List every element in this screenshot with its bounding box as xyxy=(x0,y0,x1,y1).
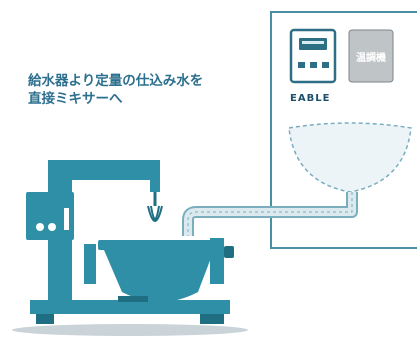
caption: 給水器より定量の仕込み水を 直接ミキサーへ xyxy=(28,72,268,108)
control-panel xyxy=(289,28,337,84)
mixer-base xyxy=(30,300,230,314)
display-line xyxy=(302,41,324,44)
mixer-machine xyxy=(12,160,248,336)
control-button-3[interactable] xyxy=(322,62,329,68)
heater-button-frame[interactable] xyxy=(348,29,394,83)
heater-button[interactable]: 温調機 xyxy=(348,29,394,83)
caption-line-1: 給水器より定量の仕込み水を xyxy=(28,73,204,89)
kettle-body xyxy=(104,250,214,302)
mixer-arm xyxy=(48,160,160,180)
mixer-dial-2[interactable] xyxy=(48,223,56,231)
water-pipe xyxy=(182,192,358,236)
mixer-dial-1[interactable] xyxy=(36,223,44,231)
brand-logo: EABLE xyxy=(290,93,330,104)
control-button-2[interactable] xyxy=(310,62,317,68)
mixer-head xyxy=(150,160,160,192)
kettle-support-left xyxy=(84,244,96,284)
floor-shadow xyxy=(12,324,248,336)
heater-button-label: 温調機 xyxy=(356,51,386,64)
control-button-1[interactable] xyxy=(298,62,305,68)
kettle-stand xyxy=(118,296,148,302)
pipe-flow-line xyxy=(187,192,353,236)
kettle-support-right xyxy=(210,238,224,284)
caption-line-2: 直接ミキサーへ xyxy=(28,91,123,107)
mixer-switch[interactable] xyxy=(64,208,69,230)
control-panel-frame xyxy=(289,28,337,84)
kettle-crank[interactable] xyxy=(224,246,234,258)
water-tank xyxy=(288,122,412,193)
whisk-icon xyxy=(147,205,163,222)
mixer-foot-right xyxy=(200,314,224,324)
kettle-rim xyxy=(98,240,220,250)
mixer-foot-left xyxy=(36,314,54,324)
